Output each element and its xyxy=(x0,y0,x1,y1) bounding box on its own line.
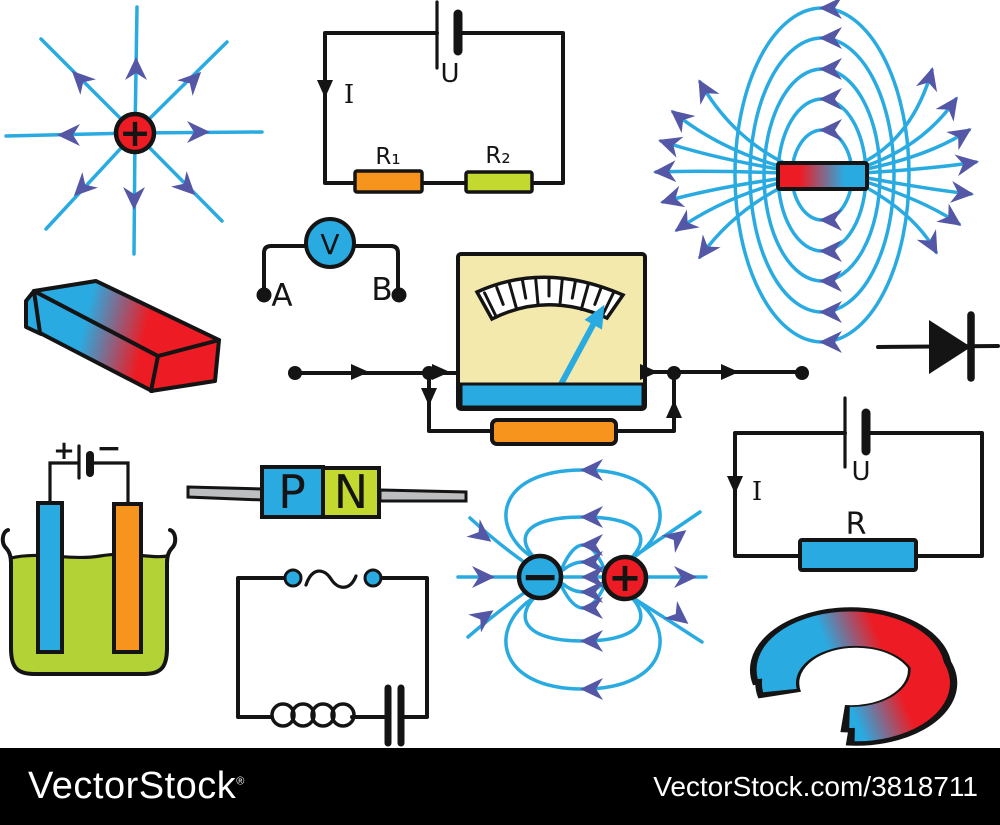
n-region xyxy=(321,466,381,519)
terminal-a-dot xyxy=(256,287,272,303)
resistor-r2 xyxy=(464,170,534,194)
bar-magnet-3d xyxy=(24,279,221,393)
plus-sign: + xyxy=(608,555,642,601)
resistor-r2-label: R₂ xyxy=(485,143,510,169)
right-junction-dot xyxy=(667,366,681,380)
voltage-label: U xyxy=(851,457,870,487)
right-terminal-dot xyxy=(795,366,809,380)
resistor-r1-label: R₁ xyxy=(375,144,400,170)
positive-charge xyxy=(113,111,157,155)
meter-strip xyxy=(459,382,645,409)
beaker xyxy=(0,528,178,676)
r-circuit-diagram: U I R xyxy=(727,396,984,572)
battery-minus-label: − xyxy=(96,431,121,466)
dipole-field-diagram: − + xyxy=(456,459,708,700)
terminal-dot-right xyxy=(363,568,383,588)
bar-magnet-field-diagram xyxy=(653,0,979,353)
electrolysis-diagram: + − xyxy=(0,431,178,676)
inductor-coil xyxy=(270,702,356,728)
current-label: I xyxy=(344,80,354,110)
terminal-dot-left xyxy=(283,568,303,588)
left-junction-dot xyxy=(422,366,436,380)
positive-charge xyxy=(601,554,649,602)
point-charge-field-diagram: + xyxy=(4,5,264,256)
plus-sign: + xyxy=(119,111,151,155)
cathode-electrode xyxy=(36,501,64,654)
series-circuit-diagram: U I R₁ R₂ xyxy=(317,0,565,194)
horseshoe-magnet xyxy=(749,607,958,746)
resistor-label: R xyxy=(846,507,867,542)
voltmeter-diagram: V A B xyxy=(256,217,407,314)
terminal-b-label: B xyxy=(371,272,392,308)
right-lead xyxy=(378,488,468,503)
negative-charge xyxy=(516,553,564,601)
terminal-a-label: A xyxy=(271,278,292,314)
shunt-resistor xyxy=(490,418,618,446)
voltmeter-label: V xyxy=(320,228,339,261)
vectorstock-url: VectorStock.com/3818711 xyxy=(653,770,978,802)
n-label: N xyxy=(334,465,368,519)
current-label: I xyxy=(752,477,762,507)
left-lead xyxy=(186,485,264,502)
p-label: P xyxy=(278,465,306,519)
minus-sign: − xyxy=(521,549,560,603)
p-region xyxy=(260,465,325,519)
resistor-r1 xyxy=(353,169,424,194)
voltage-label: U xyxy=(440,59,459,89)
anode-electrode xyxy=(112,502,143,654)
diode-symbol xyxy=(876,311,1000,382)
battery-plus-label: + xyxy=(53,436,75,466)
liquid xyxy=(11,554,167,673)
registered-mark: ® xyxy=(236,775,245,788)
pn-junction-diagram: P N xyxy=(186,465,468,519)
resistor-r xyxy=(798,538,918,572)
watermark-bar: VectorStock® VectorStock.com/3818711 xyxy=(0,748,1000,825)
left-terminal-dot xyxy=(288,366,302,380)
vectorstock-logo: VectorStock® xyxy=(28,765,245,807)
lc-circuit-diagram xyxy=(236,568,429,747)
physics-symbols-illustration: + U I R₁ R₂ V A B xyxy=(0,0,1000,747)
voltmeter-dial xyxy=(304,217,356,269)
terminal-b-dot xyxy=(391,287,407,303)
galvanometer-diagram xyxy=(288,252,809,446)
